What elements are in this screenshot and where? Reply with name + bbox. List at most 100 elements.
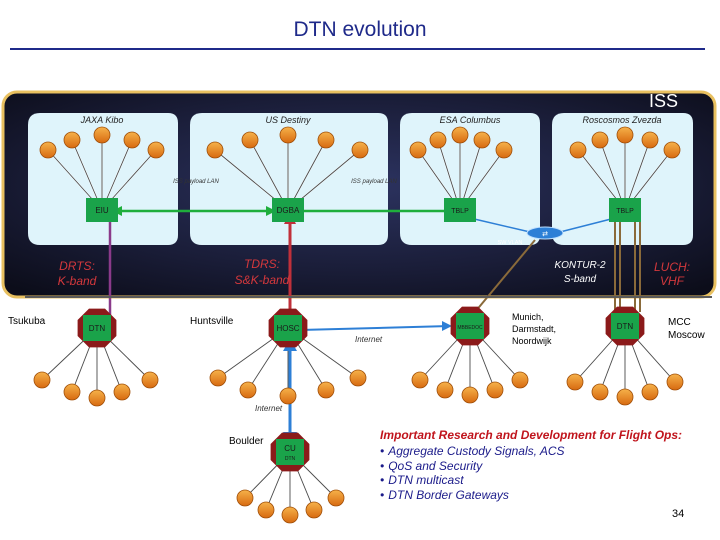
node-label: EIU: [95, 206, 109, 215]
node-body: [444, 198, 476, 222]
endpoint-node: [257, 501, 275, 519]
node-label: TBLP: [616, 208, 634, 215]
endpoint-node: [436, 381, 454, 399]
endpoint-node: [279, 126, 297, 144]
site-mcc-1: MCC: [668, 317, 691, 328]
endpoint-node: [461, 386, 479, 404]
notes-heading: Important Research and Development for F…: [380, 428, 683, 442]
endpoint-node: [641, 131, 659, 149]
tblp-switch-link: [469, 217, 531, 233]
notes-item: •QoS and Security: [380, 458, 483, 473]
endpoint-node: [33, 371, 51, 389]
site-mcc-2: Moscow: [668, 330, 705, 341]
iss-label: ISS: [649, 91, 678, 111]
site-munich-2: Darmstadt,: [512, 324, 556, 334]
endpoint-node: [206, 141, 224, 159]
endpoint-node: [327, 489, 345, 507]
endpoint-node: [616, 126, 634, 144]
node-body: [276, 439, 304, 465]
node-label: DGBA: [277, 206, 300, 215]
endpoint-node: [486, 381, 504, 399]
endpoint-node: [616, 388, 634, 406]
site-tsukuba: Tsukuba: [8, 316, 46, 327]
endpoint-node: [429, 131, 447, 149]
node-dtn-tsukuba: DTN: [77, 308, 117, 348]
endpoint-node: [351, 141, 369, 159]
notes-item-text: DTN Border Gateways: [388, 487, 509, 502]
node-eiu: EIU: [86, 198, 118, 222]
endpoint-node: [411, 371, 429, 389]
diagram-shape: [526, 226, 564, 240]
node-label: HOSC: [276, 324, 299, 333]
endpoint-node: [113, 383, 131, 401]
node-dtn-moscow: DTN: [605, 306, 645, 346]
node-label: DTN: [89, 324, 106, 333]
node-body: [83, 315, 111, 341]
module-zvezda: Roscosmos Zvezda: [552, 113, 693, 245]
internet-label-2: Internet: [255, 404, 283, 413]
notes-item-text: QoS and Security: [388, 458, 483, 473]
node-body: [274, 315, 302, 341]
esa-uplink: [469, 239, 536, 319]
endpoint-node: [93, 126, 111, 144]
switch-tblp-link: [559, 217, 616, 233]
notes-item-text: DTN multicast: [388, 473, 464, 487]
site-munich-3: Noordwijk: [512, 336, 552, 346]
luch-label-1: LUCH:: [654, 260, 690, 274]
internet-label-1: Internet: [355, 335, 383, 344]
node-body: [86, 198, 118, 222]
notes-item: •DTN Border Gateways: [380, 487, 509, 502]
drts-label-1: DRTS:: [59, 259, 95, 273]
notes-list: •Aggregate Custody Signals, ACS •QoS and…: [380, 444, 710, 502]
node-tblp-columbus: TBLP: [444, 198, 476, 222]
endpoint-node: [239, 381, 257, 399]
module-columbus-label: ESA Columbus: [440, 115, 501, 125]
vlan-switch-icon: ⇄: [542, 230, 548, 238]
endpoint-node: [147, 141, 165, 159]
endpoint-node: [305, 501, 323, 519]
tdrs-label-1: TDRS:: [244, 257, 280, 271]
endpoint-node: [591, 383, 609, 401]
endpoint-node: [473, 131, 491, 149]
luch-label-2: VHF: [660, 274, 685, 288]
site-munich-1: Munich,: [512, 312, 544, 322]
endpoint-node: [141, 371, 159, 389]
endpoint-node: [317, 131, 335, 149]
endpoint-node: [241, 131, 259, 149]
endpoint-node: [409, 141, 427, 159]
research-notes: Important Research and Development for F…: [380, 428, 710, 502]
endpoint-node: [663, 141, 681, 159]
slide-title: DTN evolution: [293, 18, 427, 41]
tdrs-label-2: S&K-band: [235, 273, 290, 287]
node-body: [272, 198, 304, 222]
title-underline: [10, 48, 705, 50]
endpoint-node: [236, 489, 254, 507]
notes-item-text: Aggregate Custody Signals, ACS: [388, 444, 565, 458]
vlan-switch-label: SW VLAN: [498, 240, 523, 246]
module-kibo-label: JAXA Kibo: [80, 115, 124, 125]
endpoint-node: [88, 389, 106, 407]
lan-label-2: ISS payload LAN: [351, 179, 397, 185]
node-body: [611, 313, 639, 339]
endpoint-node: [569, 141, 587, 159]
endpoint-node: [279, 387, 297, 405]
endpoint-node: [511, 371, 529, 389]
node-label: DTN: [617, 322, 634, 331]
endpoint-node: [317, 381, 335, 399]
notes-item: •DTN multicast: [380, 473, 464, 487]
node-label: TBLP: [451, 208, 469, 215]
drts-label-2: K-band: [58, 274, 97, 288]
node-tblp-zvezda: TBLP: [609, 198, 641, 222]
kontur-label-1: KONTUR-2: [554, 260, 606, 271]
diagram-shape: [442, 321, 452, 331]
node-body: [456, 313, 484, 339]
node-sublabel: DTN: [285, 456, 296, 462]
node-label: MBBEDOC: [457, 325, 483, 331]
endpoint-node: [63, 131, 81, 149]
internet-link-esa: [299, 325, 451, 331]
endpoint-node: [63, 383, 81, 401]
vlan-switch: ⇄ SW VLAN: [498, 226, 564, 246]
endpoint-node: [641, 383, 659, 401]
